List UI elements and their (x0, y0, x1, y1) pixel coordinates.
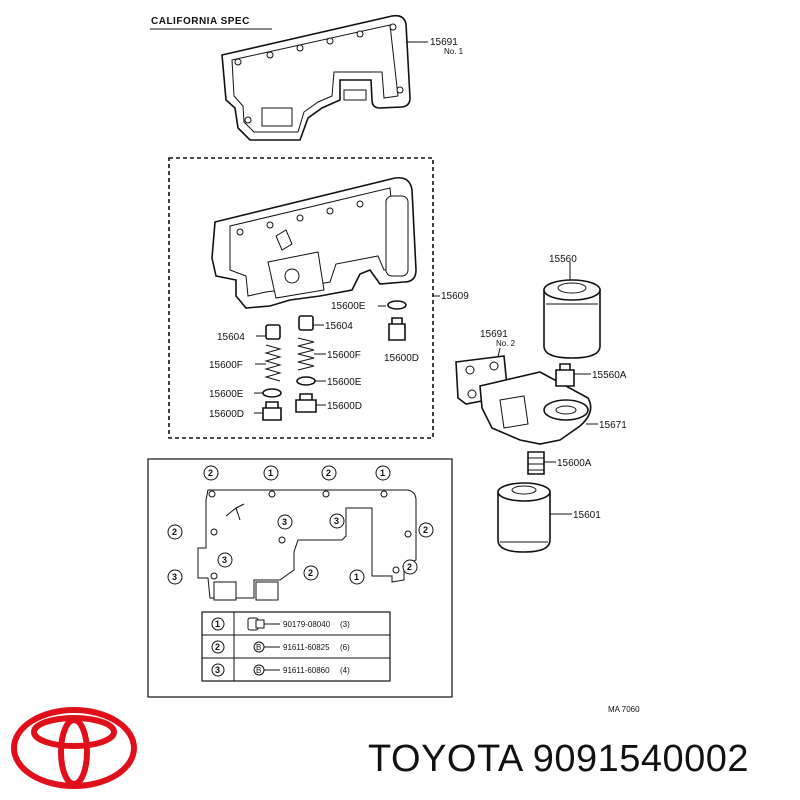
legend-mark-3: B (256, 666, 261, 675)
toyota-logo-icon (11, 707, 137, 789)
legend-key-1: 1 (215, 619, 220, 629)
label-no1: No. 1 (444, 47, 464, 56)
oil-filter-15560-drawing (543, 279, 601, 359)
label-15600f-right: 15600F (327, 350, 361, 361)
plug-15600d-mid (388, 317, 406, 341)
figure-code: MA 7060 (608, 705, 640, 714)
washer-15600e-upper (387, 300, 407, 310)
label-15691-no2: 15691 (480, 329, 508, 340)
label-15600a: 15600A (557, 458, 592, 469)
label-15671: 15671 (599, 420, 627, 431)
gasket-no1-drawing (221, 14, 411, 141)
label-15600f-left: 15600F (209, 360, 243, 371)
valve-15604-right (298, 315, 314, 331)
callout-left-2: 3 (172, 572, 177, 582)
callout-top-4: 1 (380, 468, 385, 478)
legend-qty-3: (4) (340, 666, 350, 675)
bolt-layout-outline (197, 489, 417, 601)
label-15609: 15609 (441, 291, 469, 302)
legend-code-3: 91611-60860 (283, 666, 330, 675)
label-15601: 15601 (573, 510, 601, 521)
callout-top-1: 2 (208, 468, 213, 478)
callout-right-1: 2 (423, 525, 428, 535)
callout-top-2: 1 (268, 468, 273, 478)
legend-key-2: 2 (215, 642, 220, 652)
oil-filter-15601-drawing (497, 482, 551, 553)
valve-15604-left (265, 324, 281, 340)
label-15604-right: 15604 (325, 321, 353, 332)
callout-inner-1: 3 (282, 517, 287, 527)
callout-top-3: 2 (326, 468, 331, 478)
legend-code-1: 90179-08040 (283, 620, 331, 629)
plug-15600d-left (262, 401, 282, 421)
california-spec-label: CALIFORNIA SPEC (151, 16, 250, 27)
brand-caption: TOYOTA 9091540002 (368, 738, 749, 781)
label-15600d-left: 15600D (209, 409, 244, 420)
label-15600e-right: 15600E (327, 377, 362, 388)
label-15600d-mid: 15600D (384, 353, 419, 364)
callout-inner-3: 3 (222, 555, 227, 565)
bolt-icon-1 (247, 617, 265, 631)
callout-group: 2 1 2 1 2 3 2 2 3 3 3 2 1 (167, 465, 434, 585)
cooler-assy-frame (168, 157, 434, 439)
label-15600d-right: 15600D (327, 401, 362, 412)
label-15560a: 15560A (592, 370, 627, 381)
callout-left-1: 2 (172, 527, 177, 537)
label-15600e-upper: 15600E (331, 301, 366, 312)
plug-15600d-right (295, 393, 317, 413)
callout-right-2: 2 (407, 562, 412, 572)
spring-15600f-left (264, 344, 282, 382)
legend-qty-2: (6) (340, 643, 350, 652)
legend-mark-2: B (256, 643, 261, 652)
label-15604-left: 15604 (217, 332, 245, 343)
callout-inner-5: 1 (354, 572, 359, 582)
bolt-layout-frame (147, 458, 453, 698)
label-15691-top: 15691 (430, 37, 458, 48)
bracket-15671-drawing (479, 371, 592, 445)
part-number: 9091540002 (532, 738, 750, 780)
callout-inner-4: 2 (308, 568, 313, 578)
callout-inner-2: 3 (334, 516, 339, 526)
label-no2: No. 2 (496, 339, 516, 348)
oil-cooler-body-drawing (211, 176, 417, 309)
label-15600e-left: 15600E (209, 389, 244, 400)
plug-15560a (555, 363, 575, 387)
bolt-legend-table: 1 2 3 90179-08040 (3) B 91611-60825 (6) … (201, 611, 391, 682)
washer-15600e-right (296, 376, 316, 386)
union-15600a (527, 451, 545, 475)
legend-code-2: 91611-60825 (283, 643, 330, 652)
brand-name: TOYOTA (368, 738, 522, 780)
spring-15600f-right (297, 337, 315, 371)
legend-qty-1: (3) (340, 620, 350, 629)
label-15560: 15560 (549, 254, 577, 265)
washer-15600e-left (262, 388, 282, 398)
legend-key-3: 3 (215, 665, 220, 675)
